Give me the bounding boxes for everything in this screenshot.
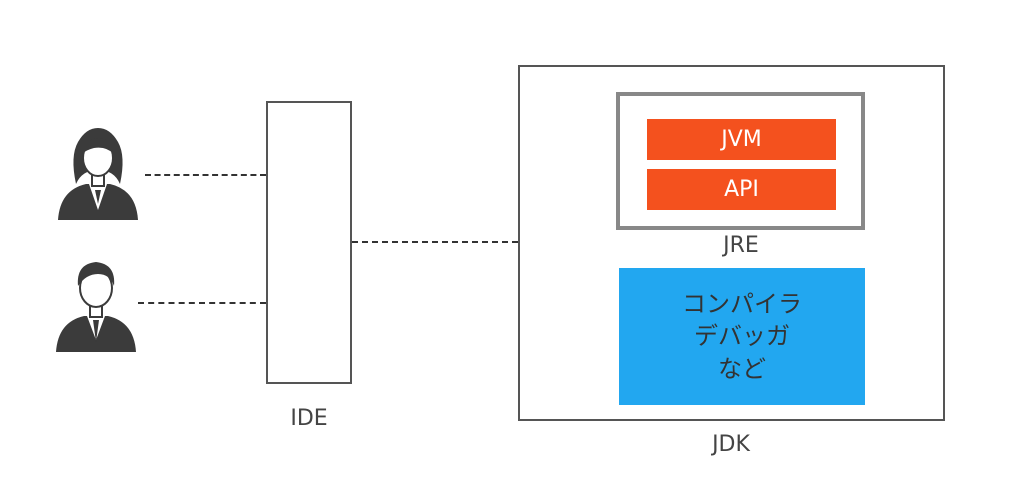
jre-label: JRE (723, 233, 759, 258)
jvm-component: JVM (647, 119, 836, 160)
ide-box (266, 101, 352, 384)
api-component: API (647, 169, 836, 210)
tools-line-debugger: デバッガ (694, 322, 790, 351)
user2-ide-connector (138, 302, 266, 304)
tools-line-etc: など (718, 354, 766, 383)
ide-label: IDE (290, 406, 328, 431)
dev-tools-box: コンパイラ デバッガ など (619, 268, 865, 405)
jre-box (616, 92, 865, 230)
ide-jdk-connector (352, 241, 518, 243)
jdk-label: JDK (712, 432, 750, 457)
jdk-box (518, 65, 945, 421)
user1-ide-connector (145, 174, 266, 176)
male-user-icon (56, 262, 136, 352)
tools-line-compiler: コンパイラ (682, 289, 802, 318)
female-user-icon (58, 128, 138, 220)
